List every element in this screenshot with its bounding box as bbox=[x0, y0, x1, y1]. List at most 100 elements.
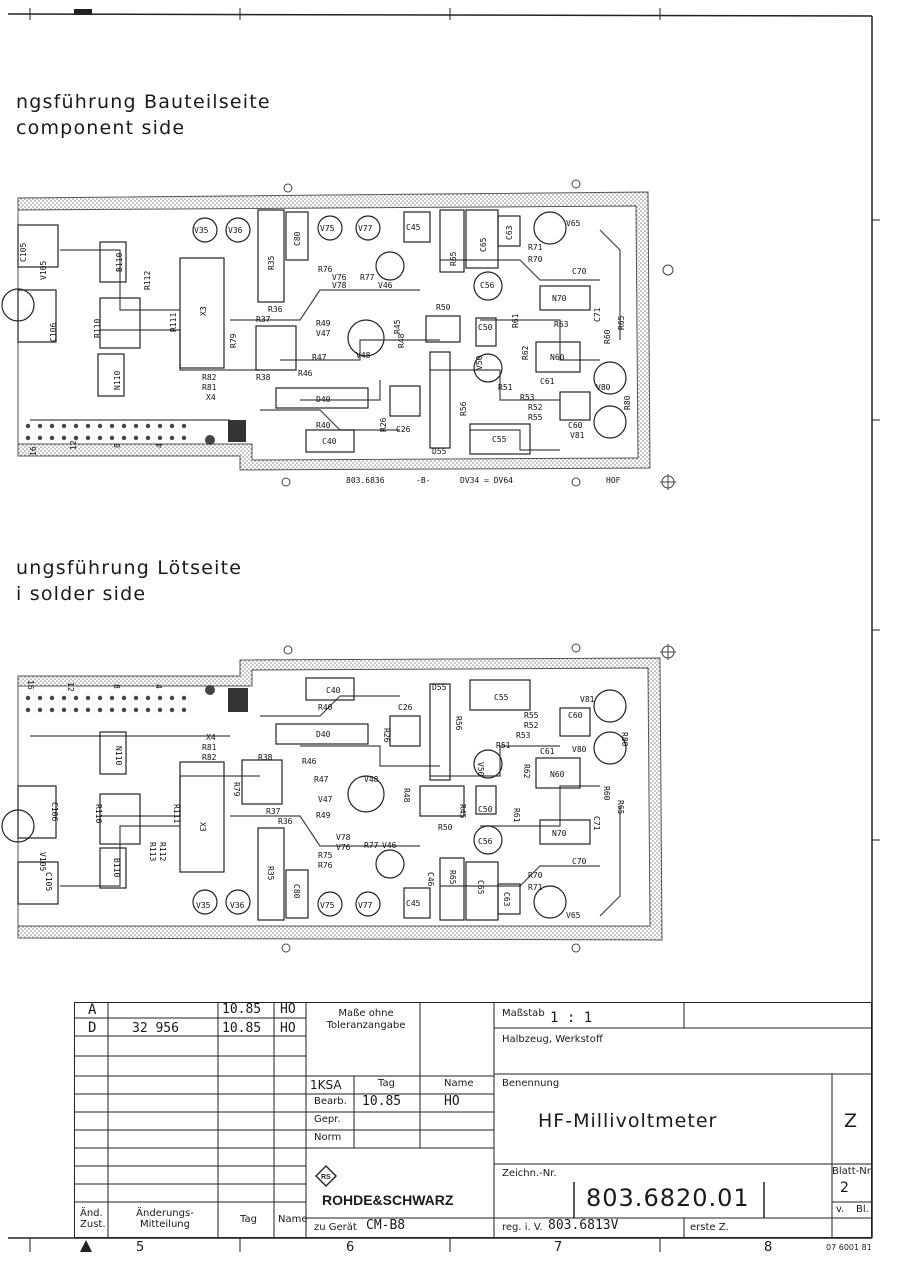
label2-R55: R55 bbox=[524, 711, 539, 720]
label2-R110: R110 bbox=[94, 804, 103, 823]
label2-R35: R35 bbox=[266, 866, 275, 881]
label-C56: C56 bbox=[480, 281, 495, 290]
label-C40: C40 bbox=[322, 437, 337, 446]
label-V75: V75 bbox=[320, 224, 335, 233]
label-C60: C60 bbox=[568, 421, 583, 430]
label-V76: V76 bbox=[332, 273, 347, 282]
label-pin12: 12 bbox=[69, 440, 78, 450]
name-label: Name bbox=[444, 1078, 474, 1089]
label2-C56: C56 bbox=[478, 837, 493, 846]
label2-C65: C65 bbox=[476, 880, 485, 895]
label2-pin16: 16 bbox=[26, 680, 35, 690]
reg-label: reg. i. V. bbox=[502, 1222, 543, 1233]
label-R71: R71 bbox=[528, 243, 543, 252]
label-V81: V81 bbox=[570, 431, 585, 440]
label2-D40: D40 bbox=[316, 730, 331, 739]
label-R77: R77 bbox=[360, 273, 375, 282]
label2-C80: C80 bbox=[292, 884, 301, 899]
label-R63: R63 bbox=[554, 320, 569, 329]
change-label: Änd. Zust. bbox=[80, 1208, 106, 1230]
label-R46: R46 bbox=[298, 369, 313, 378]
rev-row1-letter: A bbox=[88, 1002, 97, 1018]
sheet-of-bl: Bl. bbox=[856, 1204, 869, 1215]
label2-V77: V77 bbox=[358, 901, 373, 910]
bearb-label: Bearb. bbox=[314, 1096, 347, 1107]
label-R51: R51 bbox=[498, 383, 513, 392]
label2-R111: R111 bbox=[172, 804, 181, 823]
label-R81: R81 bbox=[202, 383, 217, 392]
label-R56: R56 bbox=[459, 401, 468, 416]
section1-title-de: ngsführung Bauteilseite bbox=[16, 91, 271, 113]
svg-text:RS: RS bbox=[321, 1174, 331, 1181]
label-R50: R50 bbox=[436, 303, 451, 312]
label2-N110: N110 bbox=[114, 746, 123, 765]
zone-8: 8 bbox=[764, 1240, 773, 1255]
reg-value: 803.6813V bbox=[548, 1218, 619, 1233]
label-C45: C45 bbox=[406, 223, 421, 232]
tolerance-label: Maße ohne Toleranzangabe bbox=[326, 1008, 406, 1031]
label-V77: V77 bbox=[358, 224, 373, 233]
tag-label: Tag bbox=[378, 1078, 395, 1089]
label2-R40: R40 bbox=[318, 703, 333, 712]
label2-V75: V75 bbox=[320, 901, 335, 910]
label2-pin12: 12 bbox=[66, 682, 75, 692]
label2-R50: R50 bbox=[438, 823, 453, 832]
label2-N70: N70 bbox=[552, 829, 567, 838]
label2-R80: R80 bbox=[620, 732, 629, 747]
label-R60: R60 bbox=[603, 329, 612, 344]
label-R55: R55 bbox=[528, 413, 543, 422]
title-block: RS bbox=[74, 1002, 872, 1238]
label2-C40: C40 bbox=[326, 686, 341, 695]
label2-R47: R47 bbox=[314, 775, 329, 784]
label2-pin4: 4 bbox=[154, 684, 163, 689]
label2-R79: R79 bbox=[232, 782, 241, 797]
label-pin16: 16 bbox=[29, 446, 38, 456]
label2-C46: C46 bbox=[426, 872, 435, 887]
zone-7: 7 bbox=[554, 1240, 563, 1255]
zone-5: 5 bbox=[136, 1240, 145, 1255]
label2-V35: V35 bbox=[196, 901, 211, 910]
label2-R82: R82 bbox=[202, 753, 217, 762]
label-R76: R76 bbox=[318, 265, 333, 274]
label-R48: R48 bbox=[397, 333, 406, 348]
rev-row2-name: HO bbox=[280, 1021, 296, 1036]
board1-footer-dv: DV34 = DV64 bbox=[460, 476, 513, 485]
label2-V105: V105 bbox=[38, 852, 47, 871]
label-R47: R47 bbox=[312, 353, 327, 362]
drawing-no-label: Zeichn.-Nr. bbox=[502, 1168, 557, 1179]
gepr-label: Gepr. bbox=[314, 1114, 341, 1125]
label-C50: C50 bbox=[478, 323, 493, 332]
label-R40: R40 bbox=[316, 421, 331, 430]
label2-B110: B110 bbox=[112, 858, 121, 877]
label-R79: R79 bbox=[229, 333, 238, 348]
board1-footer-number: 803.6836 bbox=[346, 476, 385, 485]
label2-C105: C105 bbox=[44, 872, 53, 891]
bearb-name: HO bbox=[444, 1094, 460, 1109]
label2-C45: C45 bbox=[406, 899, 421, 908]
label2-R48: R48 bbox=[402, 788, 411, 803]
label-V47: V47 bbox=[316, 329, 331, 338]
label-V48: V48 bbox=[356, 351, 371, 360]
material-label: Halbzeug, Werkstoff bbox=[502, 1034, 603, 1045]
label-R82: R82 bbox=[202, 373, 217, 382]
rev-row2-date: 10.85 bbox=[222, 1021, 262, 1036]
rev-row1-name: HO bbox=[280, 1002, 296, 1017]
label2-pin8: 8 bbox=[112, 684, 121, 689]
label-V36: V36 bbox=[228, 226, 243, 235]
zone-6: 6 bbox=[346, 1240, 355, 1255]
label-R37: R37 bbox=[256, 315, 271, 324]
rev-row1-date: 10.85 bbox=[222, 1002, 262, 1017]
label-C26: C26 bbox=[396, 425, 411, 434]
label2-R51: R51 bbox=[496, 741, 511, 750]
label2-V46: V46 bbox=[382, 841, 397, 850]
rohde-schwarz-logo-icon: RS bbox=[315, 1165, 337, 1187]
tag-label-2: Tag bbox=[240, 1214, 257, 1225]
label-R26: R26 bbox=[379, 417, 388, 432]
label2-R81: R81 bbox=[202, 743, 217, 752]
label-R70: R70 bbox=[528, 255, 543, 264]
label-C80: C80 bbox=[293, 231, 302, 246]
label-pin8: 8 bbox=[113, 443, 122, 448]
label2-R60: R60 bbox=[602, 786, 611, 801]
sheet-of-v: v. bbox=[836, 1204, 845, 1215]
label-R52: R52 bbox=[528, 403, 543, 412]
